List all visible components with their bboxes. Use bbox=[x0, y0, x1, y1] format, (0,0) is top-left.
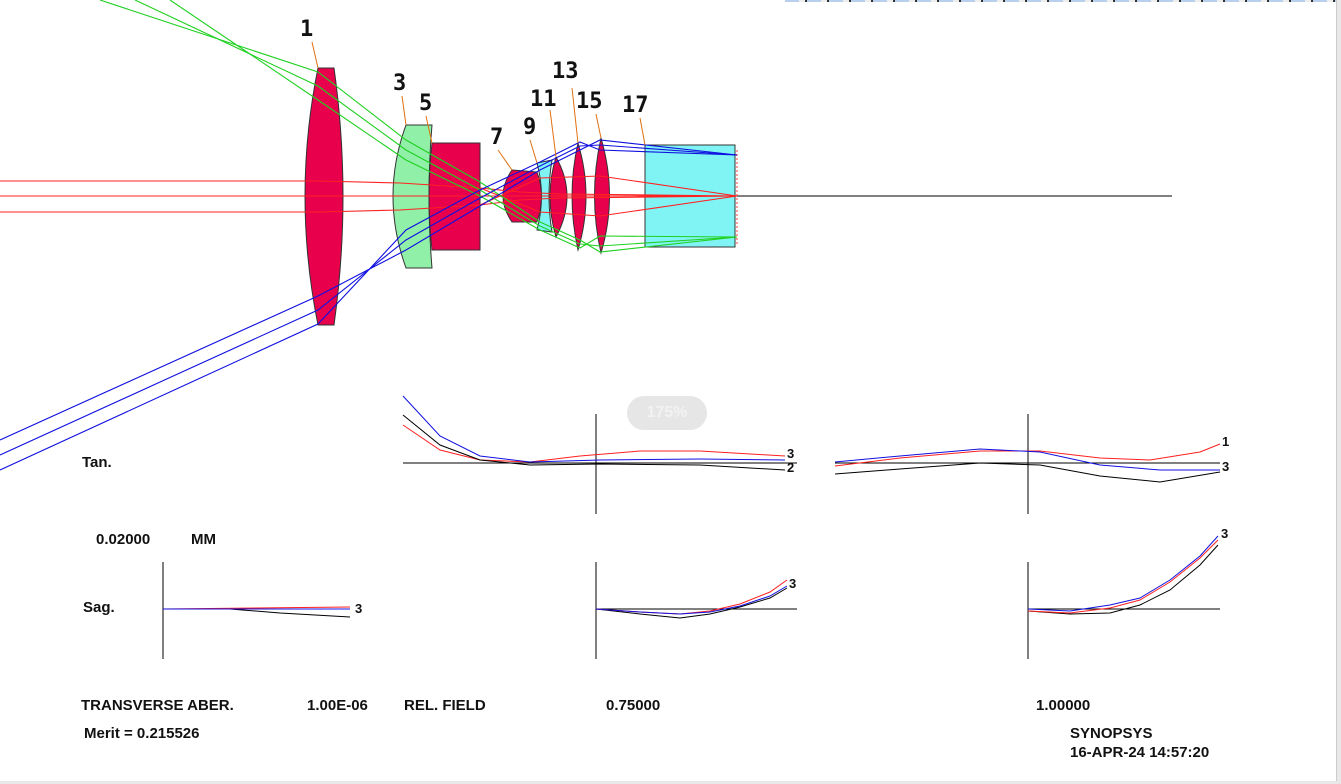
axial-rays bbox=[0, 175, 738, 217]
lens-label-9: 9 bbox=[523, 115, 536, 140]
program-name: SYNOPSYS bbox=[1070, 725, 1153, 742]
curve-label: 3 bbox=[1222, 459, 1229, 474]
lens-label-17: 17 bbox=[622, 93, 649, 118]
vertical-scrollbar[interactable] bbox=[1336, 0, 1341, 784]
curve-label: 3 bbox=[1221, 526, 1228, 541]
merit-value: Merit = 0.215526 bbox=[84, 725, 200, 742]
upper-field-rays bbox=[99, 0, 738, 253]
scale-value: 0.02000 bbox=[96, 531, 150, 548]
curve-label: 3 bbox=[355, 601, 362, 616]
lens-label-3: 3 bbox=[393, 71, 406, 96]
curve-label: 3 bbox=[787, 446, 794, 461]
curve-label: 1 bbox=[1222, 434, 1229, 449]
lens-11 bbox=[549, 155, 568, 239]
lens-label-1: 1 bbox=[300, 17, 313, 42]
wavelength: 1.00E-06 bbox=[307, 697, 368, 714]
curve-label: 3 bbox=[789, 576, 796, 591]
sag-plot-0.75 bbox=[595, 562, 797, 659]
tan-label: Tan. bbox=[82, 454, 112, 471]
lower-field-rays bbox=[0, 139, 738, 471]
field-100: 1.00000 bbox=[1036, 697, 1090, 714]
zoom-level-indicator: 175% bbox=[627, 396, 707, 430]
lens-label-11: 11 bbox=[530, 87, 557, 112]
tan-plot-0.75 bbox=[402, 395, 797, 514]
curve-label: 2 bbox=[787, 460, 794, 475]
scale-unit: MM bbox=[191, 531, 216, 548]
lens-label-5: 5 bbox=[419, 91, 432, 116]
tan-plot-1.0 bbox=[834, 414, 1221, 514]
window-bottom-border bbox=[0, 781, 1341, 784]
timestamp: 16-APR-24 14:57:20 bbox=[1070, 744, 1209, 761]
lens-label-15: 15 bbox=[576, 89, 603, 114]
plot-title: TRANSVERSE ABER. bbox=[81, 697, 234, 714]
lens-label-7: 7 bbox=[490, 125, 503, 150]
sag-plot-0 bbox=[162, 562, 351, 659]
sag-plot-1.0 bbox=[1027, 535, 1220, 659]
field-075: 0.75000 bbox=[606, 697, 660, 714]
window-top-strip bbox=[785, 0, 1341, 2]
sag-label: Sag. bbox=[83, 599, 115, 616]
rel-field-label: REL. FIELD bbox=[404, 697, 486, 714]
lens-label-13: 13 bbox=[552, 59, 579, 84]
